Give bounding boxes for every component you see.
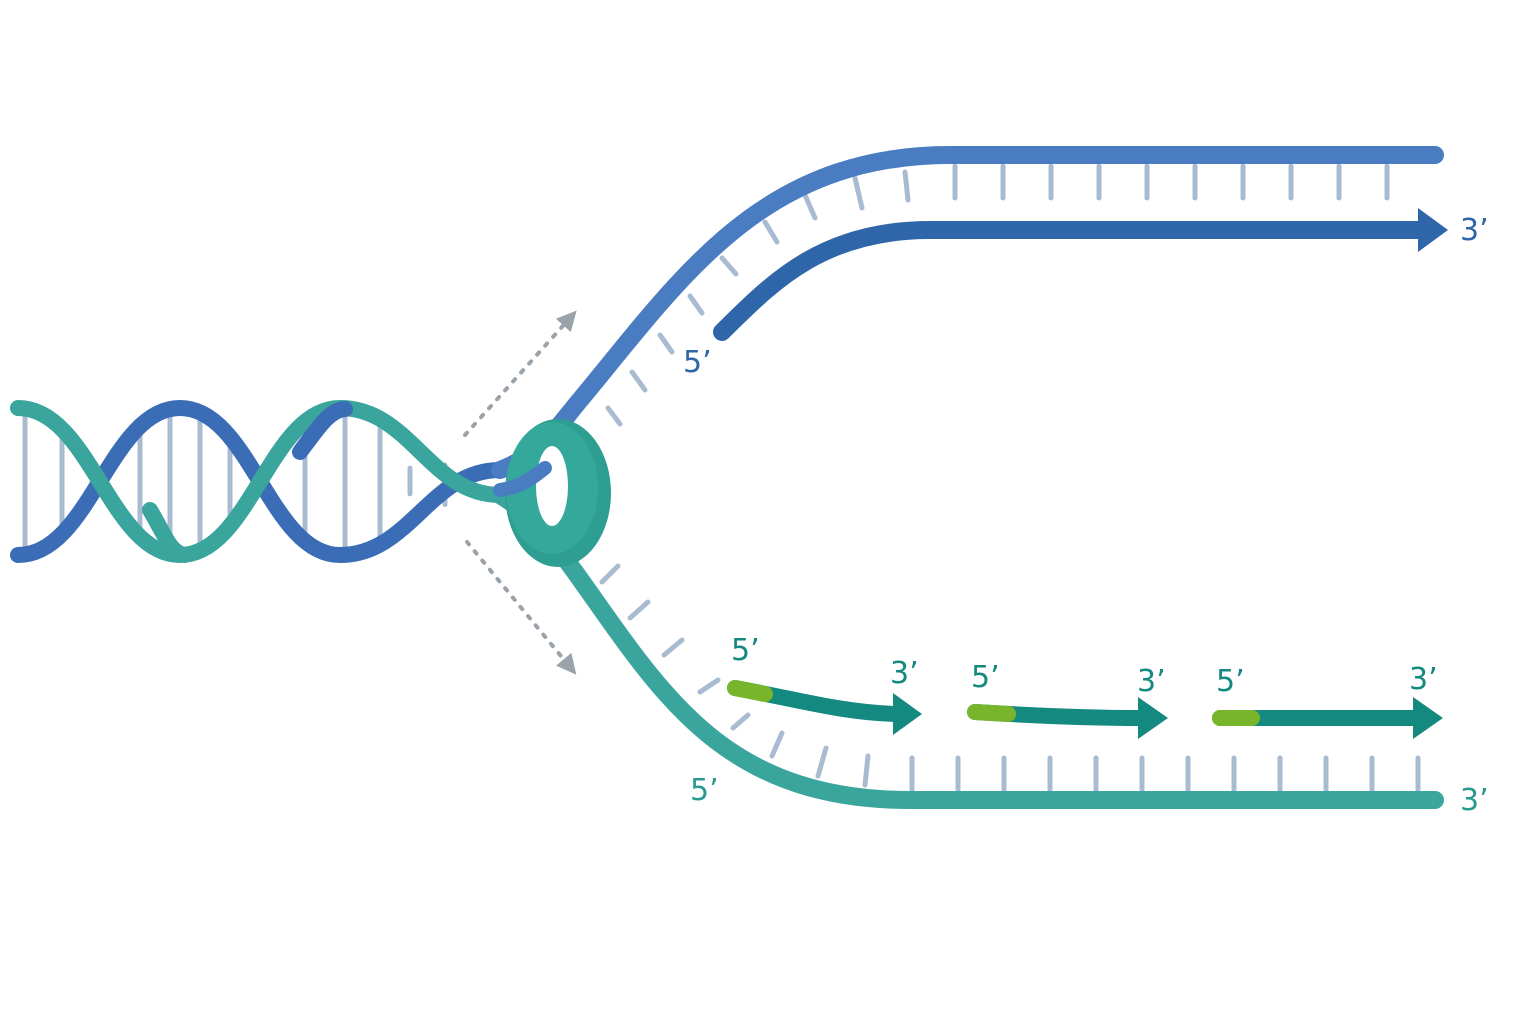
lagging-template-5-prime-label: 5’ [690, 773, 719, 808]
base-pair-rung [902, 169, 911, 203]
okazaki-2-3-prime-label: 3’ [1137, 664, 1166, 699]
okazaki-arrowhead [1413, 697, 1443, 739]
helix-strand-blue-front [292, 401, 353, 460]
okazaki-3-5-prime-label: 5’ [1216, 664, 1245, 699]
base-pair-rung [719, 255, 739, 277]
base-pair-rung [599, 563, 621, 585]
lagging-template-strand [491, 486, 1444, 809]
leading-strand [713, 221, 1429, 341]
base-pair-rung [605, 405, 623, 427]
leading-template-strand [491, 146, 1444, 479]
base-pair-rung [629, 369, 648, 393]
leading-strand-arrowhead [1418, 208, 1448, 252]
base-pair-rung [862, 753, 871, 788]
okazaki-arrowhead [1138, 697, 1168, 739]
okazaki-1-3-prime-label: 3’ [890, 656, 919, 691]
okazaki-fragment-3 [1212, 697, 1443, 739]
dotted-arrow-icon [465, 540, 577, 675]
dotted-arrow-icon [463, 310, 577, 437]
base-pair-rung [657, 332, 675, 355]
base-pair-rung [852, 175, 865, 211]
okazaki-fragment-1 [727, 680, 922, 735]
base-pair-rung [697, 677, 721, 695]
okazaki-arrowhead [893, 693, 922, 735]
leading-template-base-pairs [605, 163, 1390, 427]
okazaki-1-5-prime-label: 5’ [731, 633, 760, 668]
double-helix [10, 399, 508, 564]
leading-strand-3-prime-label: 3’ [1460, 213, 1489, 248]
base-pair-rung [769, 730, 785, 759]
okazaki-3-3-prime-label: 3’ [1409, 662, 1438, 697]
okazaki-fragment-2 [967, 697, 1168, 739]
lagging-template-base-pairs [599, 563, 1421, 793]
helix-strand-teal [10, 399, 508, 564]
base-pair-rung [730, 712, 751, 731]
base-pair-rung [815, 745, 829, 779]
leading-strand-5-prime-label: 5’ [683, 345, 712, 380]
lagging-template-3-prime-label: 3’ [1460, 783, 1489, 818]
base-pair-rung [762, 219, 780, 245]
base-pair-rung [661, 637, 685, 658]
base-pair-rung [687, 293, 705, 316]
okazaki-2-5-prime-label: 5’ [971, 660, 1000, 695]
helix-strand-teal-front [142, 502, 193, 563]
ring-icon [493, 419, 611, 567]
base-pair-rung [802, 192, 818, 221]
base-pair-rung [627, 599, 651, 621]
